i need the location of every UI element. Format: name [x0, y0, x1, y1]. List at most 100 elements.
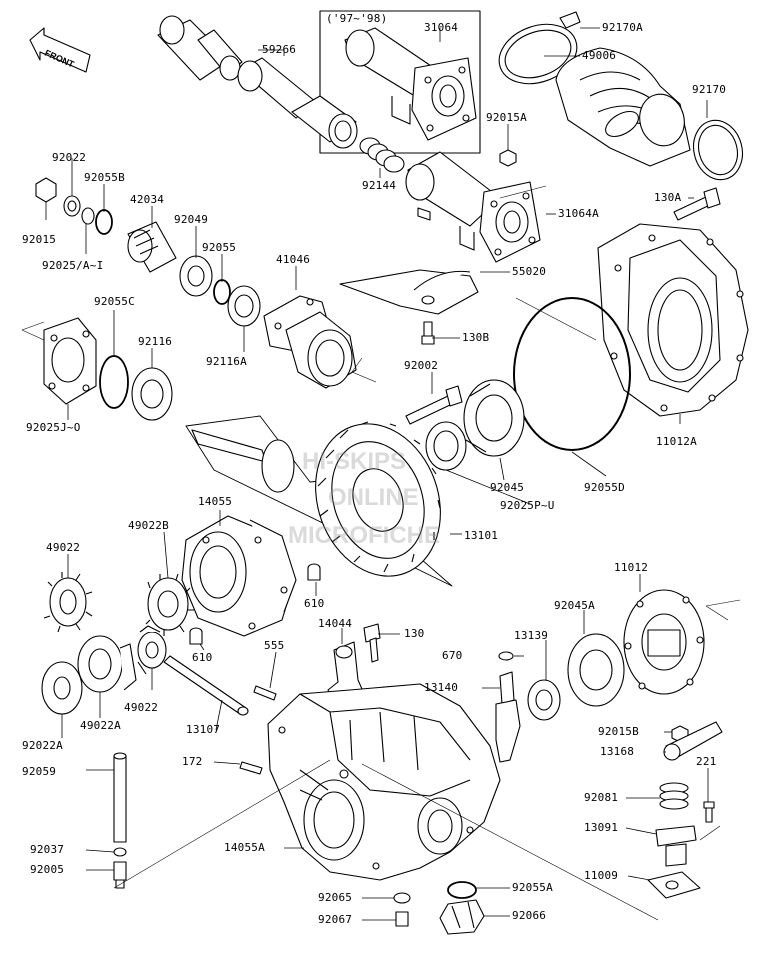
washer-92022A	[41, 661, 83, 715]
part-label-92116: 92116	[138, 335, 173, 348]
oring-92055B	[95, 209, 113, 235]
pin-610-top	[307, 563, 321, 581]
part-label-92170: 92170	[692, 83, 727, 96]
part-label-41046: 41046	[276, 253, 311, 266]
part-label-49006: 49006	[582, 49, 617, 62]
watermark-line-2: ONLINE	[328, 484, 419, 511]
part-label-92055D: 92055D	[584, 481, 625, 494]
plug-92066	[439, 899, 485, 935]
part-label-14044: 14044	[318, 617, 353, 630]
part-label-13139: 13139	[514, 629, 549, 642]
lever-13140	[495, 671, 521, 763]
part-label-31064: 31064	[424, 21, 459, 34]
part-label-92022: 92022	[52, 151, 87, 164]
bolt-130	[363, 623, 381, 663]
part-label-92002: 92002	[404, 359, 439, 372]
part-label-92025-A-I: 92025/A~I	[42, 259, 104, 272]
part-label-130B: 130B	[462, 331, 490, 344]
gear-49022-top	[43, 572, 93, 633]
part-label-92055C: 92055C	[94, 295, 135, 308]
pin-610-bottom	[189, 627, 203, 645]
part-label-92116A: 92116A	[206, 355, 247, 368]
housing-31064A	[405, 151, 541, 263]
housing-41046	[263, 295, 357, 389]
clip-92037	[113, 847, 127, 857]
part-label-42034: 42034	[130, 193, 165, 206]
oring-670	[498, 651, 514, 661]
driveshaft-assembly	[157, 15, 358, 149]
part-label-11012A: 11012A	[656, 435, 697, 448]
part-label-13140: 13140	[424, 681, 459, 694]
bolt-130B	[421, 321, 435, 345]
washer-92065	[393, 892, 411, 904]
bearing-92045	[463, 379, 525, 457]
part-label-92037: 92037	[30, 843, 65, 856]
cover-11012	[623, 589, 705, 695]
part-label-92055B: 92055B	[84, 171, 125, 184]
part-label-13101: 13101	[464, 529, 499, 542]
part-label-92005: 92005	[30, 863, 65, 876]
ring-gear-13101	[185, 415, 453, 587]
part-label-92055: 92055	[202, 241, 237, 254]
part-label-59266: 59266	[262, 43, 297, 56]
seal-92049	[179, 255, 213, 297]
part-label-92045: 92045	[490, 481, 525, 494]
coupling-42034	[127, 221, 177, 273]
plate-11009	[647, 871, 701, 899]
part-label-49022: 49022	[46, 541, 81, 554]
part-label-92049: 92049	[174, 213, 209, 226]
part-label-49022A: 49022A	[80, 719, 121, 732]
tube-92059	[113, 752, 127, 843]
cover-11012A	[597, 223, 749, 417]
bolt-92002	[405, 385, 463, 425]
part-label-14055: 14055	[198, 495, 233, 508]
part-label-610-lower: 610	[192, 651, 213, 664]
watermark-line-3: MICROFICHE	[288, 522, 440, 549]
gasket-92025J	[43, 317, 97, 405]
part-label-555: 555	[264, 639, 285, 652]
oring-92055A	[447, 881, 477, 899]
bolt-221	[703, 801, 715, 823]
part-label-172: 172	[182, 755, 203, 768]
part-label-49022-lower: 49022	[124, 701, 159, 714]
shaft-13107	[163, 655, 249, 716]
nut-92015	[35, 177, 57, 203]
part-label-92022A: 92022A	[22, 739, 63, 752]
part-label-31064A: 31064A	[558, 207, 599, 220]
part-label-11009: 11009	[584, 869, 619, 882]
spring-92081	[659, 782, 689, 810]
fitting-92005	[113, 861, 127, 889]
diff-case-14055	[181, 515, 297, 637]
washer-92025	[81, 207, 95, 225]
part-label-130: 130	[404, 627, 425, 640]
oring-92055	[213, 279, 231, 305]
part-label-49022B: 49022B	[128, 519, 169, 532]
variant-box-label: ('97~'98)	[326, 12, 388, 25]
housing-31064	[344, 27, 477, 141]
nut-92015A	[499, 149, 517, 167]
gear-case-14055A	[267, 683, 501, 881]
part-label-92067: 92067	[318, 913, 353, 926]
part-label-92170A: 92170A	[602, 21, 643, 34]
front-arrow-icon	[29, 27, 91, 73]
stud-172	[239, 761, 263, 775]
part-label-92065: 92065	[318, 891, 353, 904]
part-label-92144: 92144	[362, 179, 397, 192]
oring-92055D	[513, 297, 631, 451]
boot-49006	[498, 11, 743, 181]
part-label-13091: 13091	[584, 821, 619, 834]
washer-49022	[137, 625, 167, 675]
bearing-92116A	[227, 285, 261, 327]
spring-92144	[359, 137, 405, 173]
part-label-92015A: 92015A	[486, 111, 527, 124]
gear-49022B	[145, 573, 194, 636]
part-label-13168: 13168	[600, 745, 635, 758]
part-label-670: 670	[442, 649, 463, 662]
washer-92022	[63, 195, 81, 217]
coupling-13139	[527, 679, 561, 721]
bearing-92116	[131, 367, 173, 421]
plug-92067	[395, 911, 409, 927]
part-label-92059: 92059	[22, 765, 57, 778]
